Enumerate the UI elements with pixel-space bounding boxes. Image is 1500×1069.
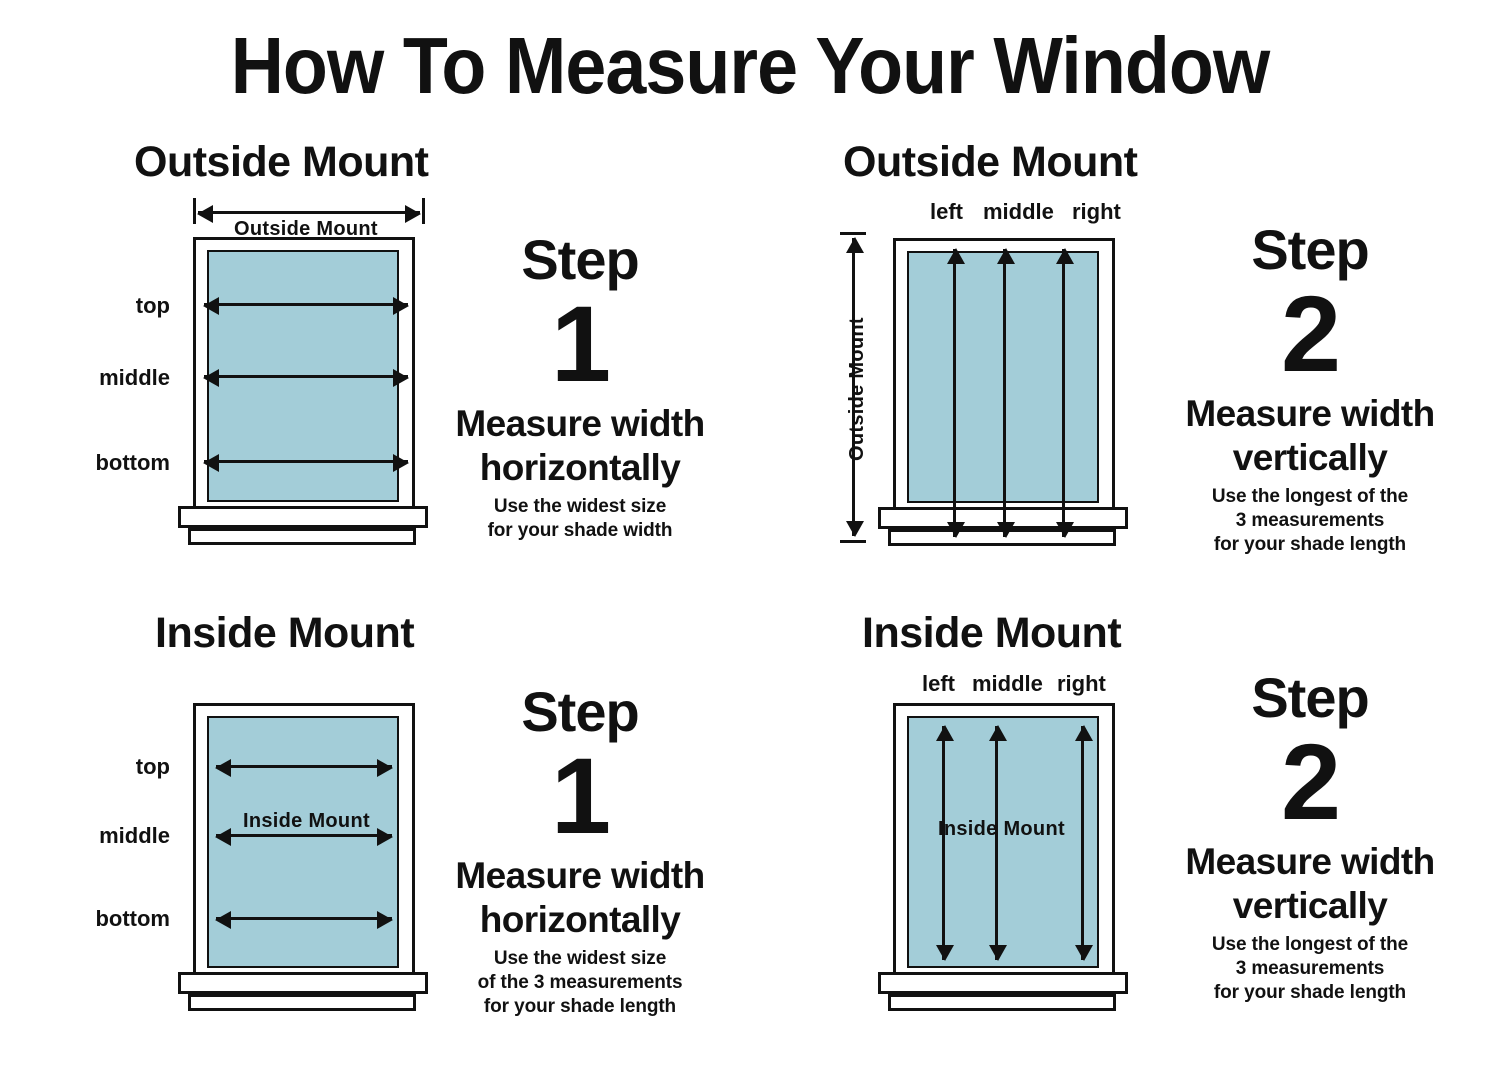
- step-block-1: Step 1 Measure width horizontally Use th…: [430, 684, 730, 1018]
- measure-arrow-middle: [997, 248, 1015, 538]
- step-note-line3: for your shade length: [1213, 533, 1407, 555]
- measure-arrow-right: [1056, 248, 1074, 538]
- measure-arrow-top: [215, 759, 393, 777]
- measure-arrow-middle: [215, 828, 393, 846]
- step-note-line1: Use the widest size: [493, 496, 667, 518]
- step-word: Step: [521, 228, 639, 291]
- dim-tick-top: [840, 232, 866, 235]
- window-inside-mount-width: [178, 703, 428, 1013]
- outside-mount-width-dimension-arrow: [197, 205, 421, 223]
- col-label-middle: middle: [983, 199, 1054, 224]
- step-block-1: Step 1 Measure width horizontally Use th…: [430, 232, 730, 543]
- step-note-line2: for your shade width: [487, 519, 673, 541]
- step-word: Step: [521, 680, 639, 743]
- inside-mount-length-label: Inside Mount: [938, 818, 1065, 840]
- measure-arrow-right: [1075, 725, 1093, 961]
- step-number: 1: [550, 735, 611, 856]
- step-instruction-line2: vertically: [1232, 885, 1388, 927]
- step-instruction-line2: vertically: [1232, 437, 1388, 479]
- dim-tick-right: [422, 198, 425, 224]
- outside-mount-width-label: Outside Mount: [234, 218, 378, 240]
- window-glass: [907, 716, 1099, 968]
- step-block-2: Step 2 Measure width vertically Use the …: [1145, 670, 1475, 1004]
- quadrant-outside-mount-length: Outside Mount left middle right Outside …: [750, 0, 1500, 560]
- quadrant-heading: Outside Mount: [134, 138, 429, 186]
- measure-arrow-bottom: [203, 454, 409, 472]
- dim-tick-bottom: [840, 540, 866, 543]
- step-note-line1: Use the longest of the: [1211, 486, 1409, 508]
- step-instruction-line2: horizontally: [479, 899, 681, 941]
- window-sill-lower: [888, 994, 1116, 1011]
- quadrant-inside-mount-width: Inside Mount top middle bottom Inside Mo…: [0, 560, 750, 1069]
- measure-arrow-left: [936, 725, 954, 961]
- window-sill-lower: [188, 994, 416, 1011]
- row-label-top: top: [135, 754, 170, 779]
- measure-arrow-bottom: [215, 911, 393, 929]
- step-note-line2: of the 3 measurements: [477, 971, 683, 993]
- col-label-middle: middle: [972, 671, 1043, 696]
- quadrant-heading: Inside Mount: [862, 609, 1122, 657]
- page-title: How To Measure Your Window: [230, 21, 1270, 110]
- row-label-top: top: [135, 293, 170, 318]
- col-label-left: left: [930, 199, 963, 224]
- step-block-2: Step 2 Measure width vertically Use the …: [1145, 222, 1475, 556]
- window-sill-upper: [178, 506, 428, 528]
- col-label-right: right: [1072, 199, 1121, 224]
- step-word: Step: [1251, 218, 1369, 281]
- step-instruction-line1: Measure width: [455, 855, 705, 897]
- measure-arrow-left: [947, 248, 965, 538]
- step-note-line3: for your shade length: [483, 995, 677, 1017]
- step-note-line2: 3 measurements: [1235, 957, 1385, 979]
- step-word: Step: [1251, 666, 1369, 729]
- quadrant-heading: Outside Mount: [843, 138, 1138, 186]
- col-label-left: left: [922, 671, 955, 696]
- row-label-bottom: bottom: [95, 906, 170, 931]
- step-note-line3: for your shade length: [1213, 981, 1407, 1003]
- window-glass: [207, 716, 399, 968]
- step-instruction-line1: Measure width: [1185, 841, 1435, 883]
- window-sill-upper: [178, 972, 428, 994]
- window-sill-upper: [878, 972, 1128, 994]
- inside-mount-width-label: Inside Mount: [243, 810, 370, 832]
- quadrant-outside-mount-width: Outside Mount Outside Mount top middle b…: [0, 0, 750, 560]
- measure-arrow-middle: [203, 369, 409, 387]
- col-label-right: right: [1057, 671, 1106, 696]
- row-label-middle: middle: [99, 365, 170, 390]
- measure-arrow-middle: [989, 725, 1007, 961]
- outside-mount-length-dimension-arrow: [846, 237, 864, 537]
- measure-arrow-top: [203, 297, 409, 315]
- quadrant-inside-mount-length: Inside Mount left middle right Inside Mo…: [750, 560, 1500, 1069]
- window-outside-mount-length: [878, 238, 1128, 550]
- step-note-line2: 3 measurements: [1235, 509, 1385, 531]
- window-inside-mount-length: [878, 703, 1128, 1015]
- step-instruction-line1: Measure width: [1185, 393, 1435, 435]
- step-note-line1: Use the widest size: [493, 948, 667, 970]
- outside-mount-length-label: Outside Mount: [846, 317, 868, 461]
- step-note-line1: Use the longest of the: [1211, 934, 1409, 956]
- step-number: 2: [1280, 721, 1341, 842]
- quadrant-heading: Inside Mount: [155, 609, 415, 657]
- dim-tick-left: [193, 198, 196, 224]
- step-instruction-line2: horizontally: [479, 447, 681, 489]
- step-number: 2: [1280, 273, 1341, 394]
- window-outside-mount-width: [178, 237, 428, 547]
- window-sill-lower: [188, 528, 416, 545]
- step-instruction-line1: Measure width: [455, 403, 705, 445]
- step-number: 1: [550, 283, 611, 404]
- row-label-bottom: bottom: [95, 450, 170, 475]
- row-label-middle: middle: [99, 823, 170, 848]
